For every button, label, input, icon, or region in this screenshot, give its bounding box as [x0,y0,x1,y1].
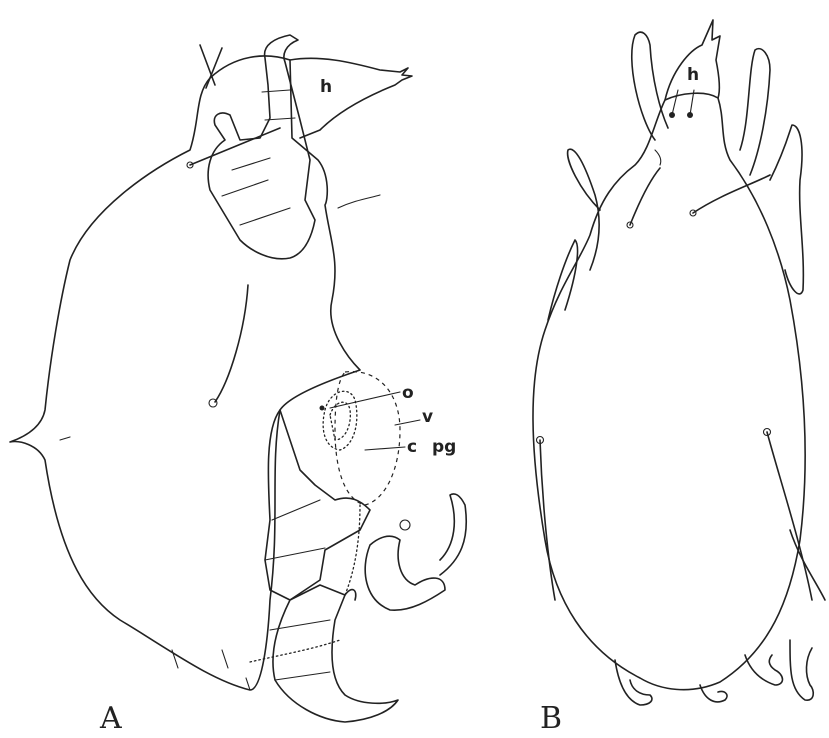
leg-1-joint-4 [222,180,268,196]
seta-a4 [215,285,248,402]
specimen-b-leg-3 [568,149,600,270]
specimen-a-leg-1 [208,35,315,259]
label-a-o: o [402,383,414,403]
seta-a5 [338,195,380,208]
genital-opening-inner [330,402,350,440]
label-b-h: h [687,65,699,85]
label-a-v: v [422,407,433,427]
tick-a1 [60,437,70,440]
specimen-a-lateral-view: h o v c pg A [10,35,466,736]
panel-label-a: A [99,701,122,736]
leg-1-joint-1 [262,90,290,92]
claw-1-socket [400,520,410,530]
specimen-a-head [290,58,412,138]
specimen-a-claw-1 [365,536,445,610]
specimen-b-leg-5 [548,240,578,320]
leader-o-dot [320,406,325,411]
leg-1-joint-3 [232,158,270,170]
leader-v [395,420,420,425]
specimen-b-claw-4 [790,640,813,700]
leg-1-joint-5 [240,208,290,225]
leg-3-joint-1 [272,500,320,520]
specimen-a-claw-1-hook [440,494,466,575]
specimen-b-leg-1 [632,32,668,140]
leader-c [365,447,405,450]
tick-a2 [172,650,178,668]
specimen-a-dotted-suture [250,640,340,662]
specimen-b-head-tip [665,20,720,100]
specimen-b-claw-3 [745,655,783,685]
seta-a4-socket [209,399,217,407]
specimen-a-dotted-suture-2 [345,505,360,595]
leg-4-joint-2 [275,672,330,680]
specimen-a-genital-opening [323,391,357,450]
tick-a4 [246,678,250,690]
seta-b-head-curve [655,150,661,165]
specimen-a-genital-plate [335,372,400,505]
label-a-h: h [320,77,332,97]
seta-b-head-left-line [672,90,678,115]
specimen-b-dorsal-view: h B [533,20,825,736]
seta-b1 [630,168,660,225]
label-a-c: c [407,437,417,457]
leader-o [330,392,400,408]
specimen-a-leg-4 [273,585,398,722]
seta-a1 [200,45,215,85]
specimen-b-body-outline [533,93,805,689]
tick-a3 [222,650,228,668]
specimen-b-leg-2 [740,49,770,175]
panel-label-b: B [540,701,562,736]
specimen-a-leg-3 [265,410,370,600]
label-a-pg: pg [432,437,456,457]
specimen-b-leg-4 [770,125,803,294]
